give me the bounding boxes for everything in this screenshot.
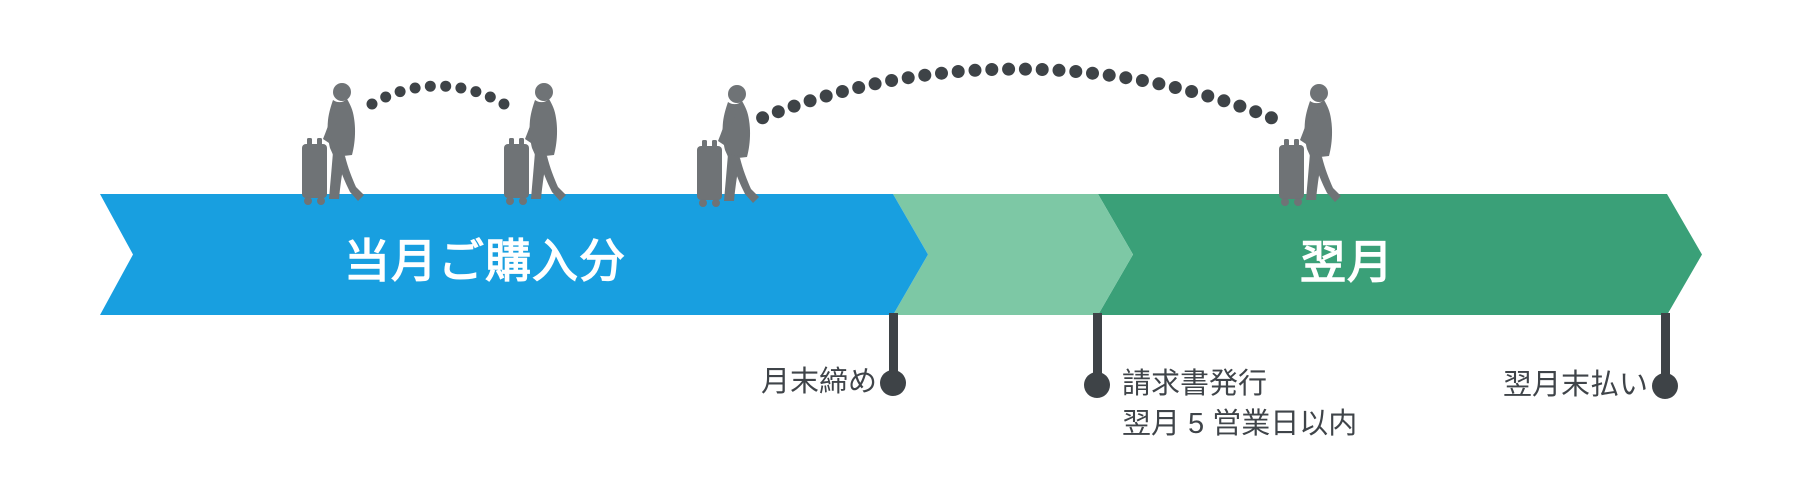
milestone-stem-invoice-issue	[1093, 313, 1102, 387]
milestone-label-line: 翌月末払い	[1502, 369, 1648, 401]
milestone-stem-monthly-closing	[889, 313, 898, 385]
milestone-label-line: 翌月 5 営業日以内	[1122, 408, 1358, 440]
milestone-label-line: 月末締め	[760, 366, 877, 398]
segment-transition	[893, 194, 1133, 315]
segment-label-current-month: 当月ご購入分	[344, 235, 626, 287]
milestone-dot-invoice-issue	[1084, 372, 1110, 398]
businessman-with-rolling-suitcase-icon	[300, 82, 366, 208]
milestone-dot-payment-due	[1652, 373, 1678, 399]
milestone-label-invoice-issue: 請求書発行 翌月 5 営業日以内	[1122, 364, 1357, 444]
segment-current-month	[100, 194, 928, 315]
businessman-with-rolling-suitcase-icon	[1277, 83, 1343, 209]
milestone-dot-monthly-closing	[880, 370, 906, 396]
businessman-with-rolling-suitcase-icon	[502, 82, 568, 208]
dotted-arc-short-icon	[366, 80, 510, 110]
businessman-with-rolling-suitcase-icon	[695, 84, 761, 210]
dotted-arc-long-icon	[756, 62, 1278, 125]
segment-label-next-month: 翌月	[1300, 236, 1394, 288]
milestone-stem-payment-due	[1661, 313, 1670, 388]
milestone-label-monthly-closing: 月末締め	[761, 364, 877, 400]
segment-next-month	[1098, 194, 1702, 315]
milestone-label-payment-due: 翌月末払い	[1503, 367, 1648, 403]
milestone-label-line: 請求書発行	[1122, 368, 1268, 400]
